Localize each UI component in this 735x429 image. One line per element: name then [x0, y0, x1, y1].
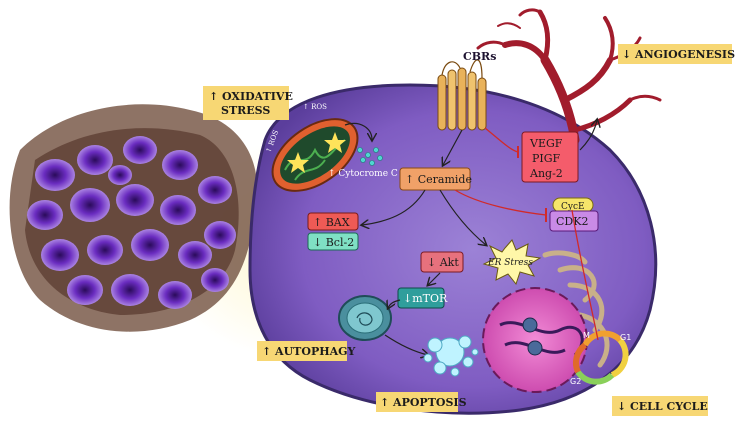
cbr-to-ceramide-arrow — [443, 129, 463, 165]
er-stress-burst — [482, 239, 542, 286]
akt-to-mtor-arrow — [428, 272, 441, 285]
mtor-box — [397, 287, 445, 309]
oxidative-stress-line1: ↑ OXIDATIVE — [209, 90, 293, 103]
cytochrome-c-label: ↑ Cytocrome C — [328, 169, 398, 179]
mtor-to-autophagy-arrow — [388, 300, 401, 308]
ceramide-inhibits-cdk2 — [454, 189, 547, 216]
callout-cell-cycle: ↓ CELL CYCLE — [612, 396, 708, 416]
vegf-label: VEGF — [529, 137, 563, 150]
cytochrome-c-particles — [357, 147, 383, 166]
ros-star-1 — [287, 152, 309, 173]
cbr-receptors — [437, 59, 487, 131]
nucleus — [482, 287, 588, 393]
apoptosis-label: ↑ APOPTOSIS — [380, 396, 467, 409]
akt-box — [420, 251, 464, 273]
ceramide-to-bax-arrow — [362, 189, 426, 225]
phase-g2-label: G2 — [570, 377, 581, 386]
ros-star-2 — [324, 132, 346, 153]
vegf-to-vessel-arrow — [579, 120, 597, 151]
cyce-label: CycE — [561, 202, 585, 212]
tumor-cell-group — [27, 136, 236, 309]
ceramide-box — [399, 167, 471, 191]
bcl2-box — [307, 232, 359, 251]
blood-vessel — [476, 8, 662, 145]
callout-apoptosis: ↑ APOPTOSIS — [376, 392, 467, 412]
ros-top-label: ↑ ROS — [303, 103, 327, 111]
oxidative-stress-line2: STRESS — [221, 104, 270, 117]
cell-cycle-label: ↓ CELL CYCLE — [617, 400, 708, 413]
autophagosome — [338, 295, 392, 341]
ang2-label: Ang-2 — [529, 167, 563, 180]
pigf-label: PIGF — [532, 152, 561, 165]
bcl2-label: ↓ Bcl-2 — [313, 236, 354, 249]
autophagy-label: ↑ AUTOPHAGY — [262, 345, 356, 358]
mtor-label: ↓mTOR — [403, 292, 448, 305]
ceramide-to-er-arrow — [439, 189, 486, 245]
angiogenesis-label: ↓ ANGIOGENESIS — [622, 48, 735, 61]
phase-g1-label: G1 — [620, 333, 631, 342]
callout-oxidative-stress: ↑ OXIDATIVE STRESS — [203, 86, 293, 120]
er-stress-label: ER Stress — [487, 258, 533, 268]
callout-angiogenesis: ↓ ANGIOGENESIS — [618, 44, 735, 64]
tumor-tissue — [9, 104, 258, 332]
phase-s-label: S — [620, 377, 625, 386]
apoptotic-bodies — [423, 335, 479, 377]
autophagy-to-apoptosis-arrow — [384, 334, 428, 355]
akt-label: ↓ Akt — [427, 256, 459, 269]
mito-to-cytc-arrow — [344, 122, 372, 140]
callout-autophagy: ↑ AUTOPHAGY — [257, 341, 356, 361]
phase-m-label: M — [583, 331, 590, 340]
cbrs-label: CBRs — [463, 50, 496, 63]
cdk2-to-cycle-line — [571, 209, 599, 341]
mitochondrion — [271, 118, 359, 192]
cbr-inhibits-vegf — [484, 127, 519, 153]
cell-cycle-wheel — [573, 330, 629, 385]
vegf-box — [521, 131, 579, 183]
cdk2-label: CDK2 — [556, 215, 588, 228]
ceramide-label: ↑ Ceramide — [405, 173, 472, 186]
bax-box — [307, 212, 359, 231]
bax-label: ↑ BAX — [313, 216, 350, 229]
